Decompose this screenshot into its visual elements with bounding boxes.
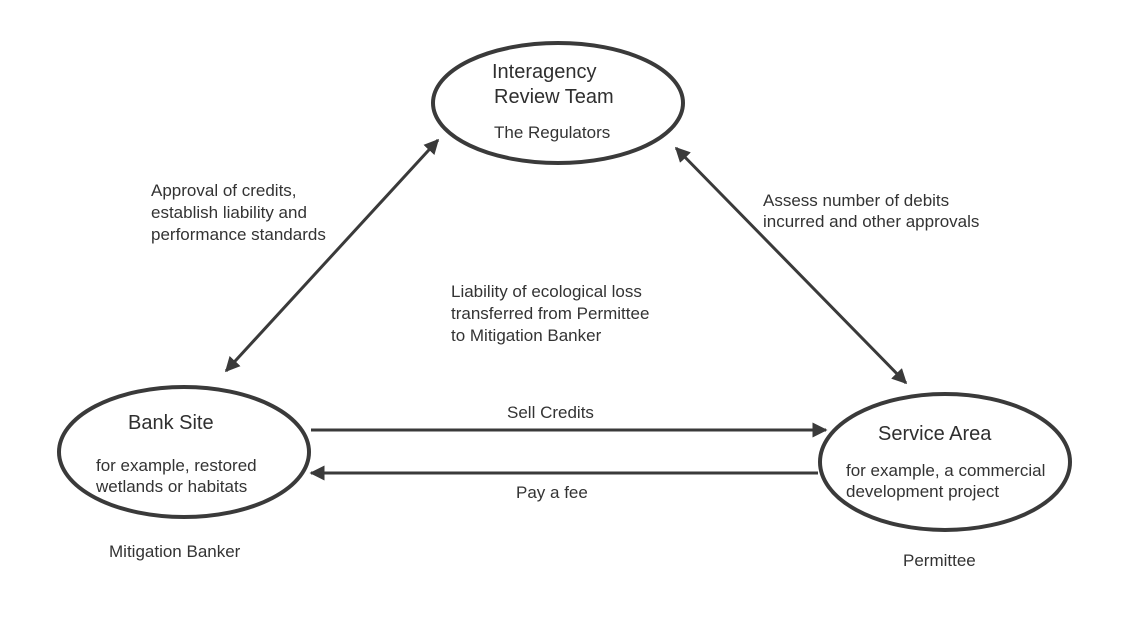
edge-irt-bank-label-line-3: performance standards xyxy=(151,225,326,244)
node-service-role: Permittee xyxy=(903,551,976,570)
node-irt-title-line-2: Review Team xyxy=(494,86,614,108)
edge-irt-service-label-line-2: incurred and other approvals xyxy=(763,212,980,231)
node-irt-subtitle: The Regulators xyxy=(494,123,611,142)
node-bank-ellipse xyxy=(57,385,311,519)
node-bank-desc-line-2: wetlands or habitats xyxy=(96,477,248,496)
edge-irt-bank-label-line-2: establish liability and xyxy=(151,203,307,222)
edge-irt-bank-label-line-1: Approval of credits, xyxy=(151,181,297,200)
edge-irt-service xyxy=(674,146,908,385)
node-bank-role: Mitigation Banker xyxy=(109,542,241,561)
annotation-line-2: transferred from Permittee xyxy=(451,304,650,323)
edge-pay-fee-label: Pay a fee xyxy=(516,483,588,502)
edge-irt-service-label-line-1: Assess number of debits xyxy=(763,191,950,210)
node-irt-ellipse xyxy=(431,41,685,165)
node-bank-desc-line-1: for example, restored xyxy=(96,456,257,475)
node-service-ellipse xyxy=(818,392,1072,532)
annotation-line-3: to Mitigation Banker xyxy=(451,326,602,345)
node-service-title: Service Area xyxy=(878,423,992,445)
edge-irt-bank xyxy=(224,138,440,373)
node-bank-title: Bank Site xyxy=(128,412,214,434)
node-irt-title-line-1: Interagency xyxy=(492,61,597,83)
node-service-desc-line-1: for example, a commercial xyxy=(846,461,1046,480)
edge-sell-credits-label: Sell Credits xyxy=(507,403,594,422)
node-service-desc-line-2: development project xyxy=(846,482,1000,501)
annotation-line-1: Liability of ecological loss xyxy=(451,282,642,301)
